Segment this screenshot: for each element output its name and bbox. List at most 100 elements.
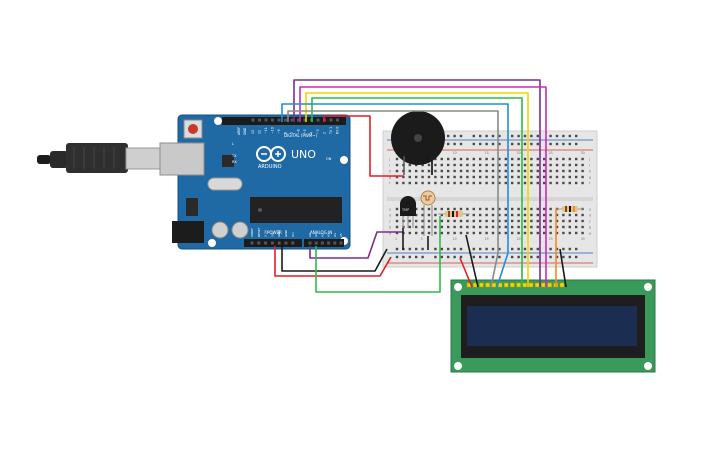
breadboard-hole[interactable] <box>568 181 571 185</box>
breadboard-hole[interactable] <box>549 157 552 161</box>
breadboard-hole[interactable] <box>562 181 565 185</box>
rail-hole[interactable] <box>562 255 565 259</box>
breadboard-hole[interactable] <box>472 157 475 161</box>
breadboard-hole[interactable] <box>581 213 584 217</box>
breadboard-hole[interactable] <box>523 213 527 217</box>
rail-hole[interactable] <box>415 255 418 259</box>
lcd-pin[interactable] <box>503 282 509 288</box>
breadboard-hole[interactable] <box>447 157 450 161</box>
rail-hole[interactable] <box>530 247 533 251</box>
breadboard-hole[interactable] <box>523 219 527 223</box>
lcd-pin[interactable] <box>559 282 565 288</box>
breadboard-hole[interactable] <box>466 207 469 211</box>
rail-hole[interactable] <box>549 255 552 259</box>
breadboard-hole[interactable] <box>466 231 469 235</box>
rail-hole[interactable] <box>485 134 488 138</box>
breadboard-hole[interactable] <box>511 231 514 235</box>
wire-gray-buzzer[interactable] <box>287 110 499 288</box>
analog-pin-socket[interactable] <box>320 241 324 245</box>
breadboard-hole[interactable] <box>485 225 488 229</box>
breadboard-hole[interactable] <box>575 157 578 161</box>
breadboard-hole[interactable] <box>459 169 463 173</box>
breadboard-hole[interactable] <box>395 207 399 211</box>
lcd-pin[interactable] <box>522 282 528 288</box>
analog-pin-socket[interactable] <box>339 241 343 245</box>
breadboard-hole[interactable] <box>472 181 475 185</box>
breadboard-hole[interactable] <box>421 207 424 211</box>
lcd-pin[interactable] <box>516 282 521 288</box>
rail-hole[interactable] <box>440 255 443 259</box>
wires[interactable] <box>274 79 567 293</box>
resistor-2[interactable] <box>556 206 584 212</box>
rail-hole[interactable] <box>549 142 552 146</box>
digital-pin-socket[interactable] <box>297 118 300 122</box>
breadboard-hole[interactable] <box>523 157 527 161</box>
breadboard-hole[interactable] <box>485 157 488 161</box>
breadboard-hole[interactable] <box>536 157 539 161</box>
breadboard-hole[interactable] <box>543 225 546 229</box>
breadboard-hole[interactable] <box>395 181 399 185</box>
breadboard-hole[interactable] <box>415 169 418 173</box>
breadboard-hole[interactable] <box>498 225 501 229</box>
breadboard-hole[interactable] <box>504 181 507 185</box>
rail-hole[interactable] <box>555 134 559 138</box>
breadboard-hole[interactable] <box>504 225 507 229</box>
breadboard-hole[interactable] <box>447 181 450 185</box>
rail-hole[interactable] <box>511 142 514 146</box>
rail-hole[interactable] <box>421 255 424 259</box>
rail-hole[interactable] <box>575 255 578 259</box>
breadboard-hole[interactable] <box>575 169 578 173</box>
breadboard-hole[interactable] <box>421 169 424 173</box>
analog-pin-socket[interactable] <box>333 241 337 245</box>
rail-hole[interactable] <box>408 247 411 251</box>
breadboard-hole[interactable] <box>530 225 533 229</box>
breadboard-hole[interactable] <box>530 207 533 211</box>
digital-pin-socket[interactable] <box>290 118 294 122</box>
breadboard-hole[interactable] <box>453 207 456 211</box>
breadboard-hole[interactable] <box>555 225 559 229</box>
breadboard-hole[interactable] <box>479 219 482 223</box>
rail-hole[interactable] <box>523 247 527 251</box>
breadboard-hole[interactable] <box>440 225 443 229</box>
breadboard-hole[interactable] <box>498 231 501 235</box>
rail-hole[interactable] <box>511 134 514 138</box>
breadboard-hole[interactable] <box>581 175 584 179</box>
breadboard-hole[interactable] <box>434 157 437 161</box>
breadboard-hole[interactable] <box>504 207 507 211</box>
breadboard-hole[interactable] <box>427 225 431 229</box>
breadboard-hole[interactable] <box>530 163 533 167</box>
breadboard-hole[interactable] <box>504 175 507 179</box>
breadboard-hole[interactable] <box>421 163 424 167</box>
breadboard-hole[interactable] <box>453 219 456 223</box>
analog-pin-socket[interactable] <box>314 241 318 245</box>
resistor-1[interactable] <box>438 211 470 217</box>
breadboard-hole[interactable] <box>485 219 488 223</box>
rail-hole[interactable] <box>536 247 539 251</box>
breadboard-hole[interactable] <box>440 207 443 211</box>
breadboard-hole[interactable] <box>523 175 527 179</box>
wire-blue-lcd[interactable] <box>281 103 509 288</box>
breadboard-hole[interactable] <box>562 219 565 223</box>
breadboard-hole[interactable] <box>466 157 469 161</box>
breadboard-hole[interactable] <box>530 219 533 223</box>
breadboard-hole[interactable] <box>479 225 482 229</box>
breadboard-hole[interactable] <box>504 163 507 167</box>
rail-hole[interactable] <box>415 247 418 251</box>
breadboard-hole[interactable] <box>498 207 501 211</box>
analog-pin-socket[interactable] <box>327 241 331 245</box>
breadboard-hole[interactable] <box>536 175 539 179</box>
breadboard-hole[interactable] <box>555 219 559 223</box>
photoresistor[interactable] <box>420 190 436 236</box>
breadboard-hole[interactable] <box>395 219 399 223</box>
breadboard-hole[interactable] <box>459 219 463 223</box>
breadboard-hole[interactable] <box>575 213 578 217</box>
rail-hole[interactable] <box>549 247 552 251</box>
rail-hole[interactable] <box>568 134 571 138</box>
rail-hole[interactable] <box>530 142 533 146</box>
digital-pin-socket[interactable] <box>284 118 287 122</box>
rail-hole[interactable] <box>562 134 565 138</box>
wire-black-ground[interactable] <box>281 246 388 272</box>
breadboard-hole[interactable] <box>491 163 495 167</box>
breadboard-hole[interactable] <box>453 225 456 229</box>
breadboard-hole[interactable] <box>447 175 450 179</box>
